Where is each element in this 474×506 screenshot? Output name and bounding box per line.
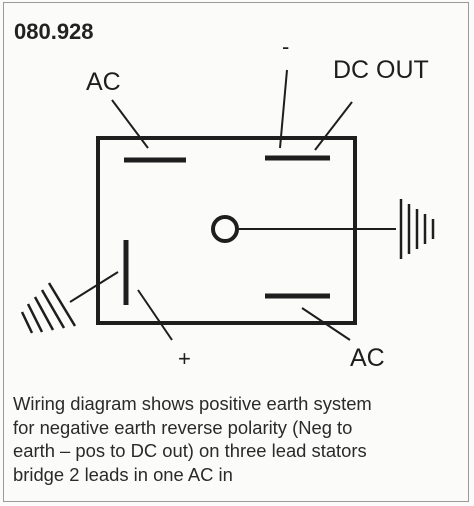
label-dc-out: DC OUT [333,56,429,84]
leader-negative [279,69,288,149]
earth-symbol-right [399,199,435,259]
regulator-body [96,136,357,325]
label-negative: - [282,34,289,59]
leader-positive [137,289,173,341]
diagram-caption: Wiring diagram shows positive earth syst… [13,392,465,486]
leader-dc-out [314,101,353,151]
caption-line: for negative earth reverse polarity (Neg… [13,416,353,438]
caption-line: bridge 2 leads in one AC in [13,463,233,485]
wiring-diagram: 080.928 [14,19,435,372]
part-number: 080.928 [14,19,94,44]
leader-ac-top [111,99,149,149]
terminal-stud [211,215,239,243]
caption-line: earth – pos to DC out) on three lead sta… [13,440,367,461]
earth-wire-left [69,271,119,303]
label-ac-bottom: AC [350,344,385,372]
label-positive: + [178,346,191,371]
label-ac-top: AC [86,68,121,96]
leader-ac-bottom [301,307,351,341]
earth-symbol-left [20,282,77,334]
card-border [3,2,469,502]
caption-line: Wiring diagram shows positive earth syst… [13,393,372,414]
